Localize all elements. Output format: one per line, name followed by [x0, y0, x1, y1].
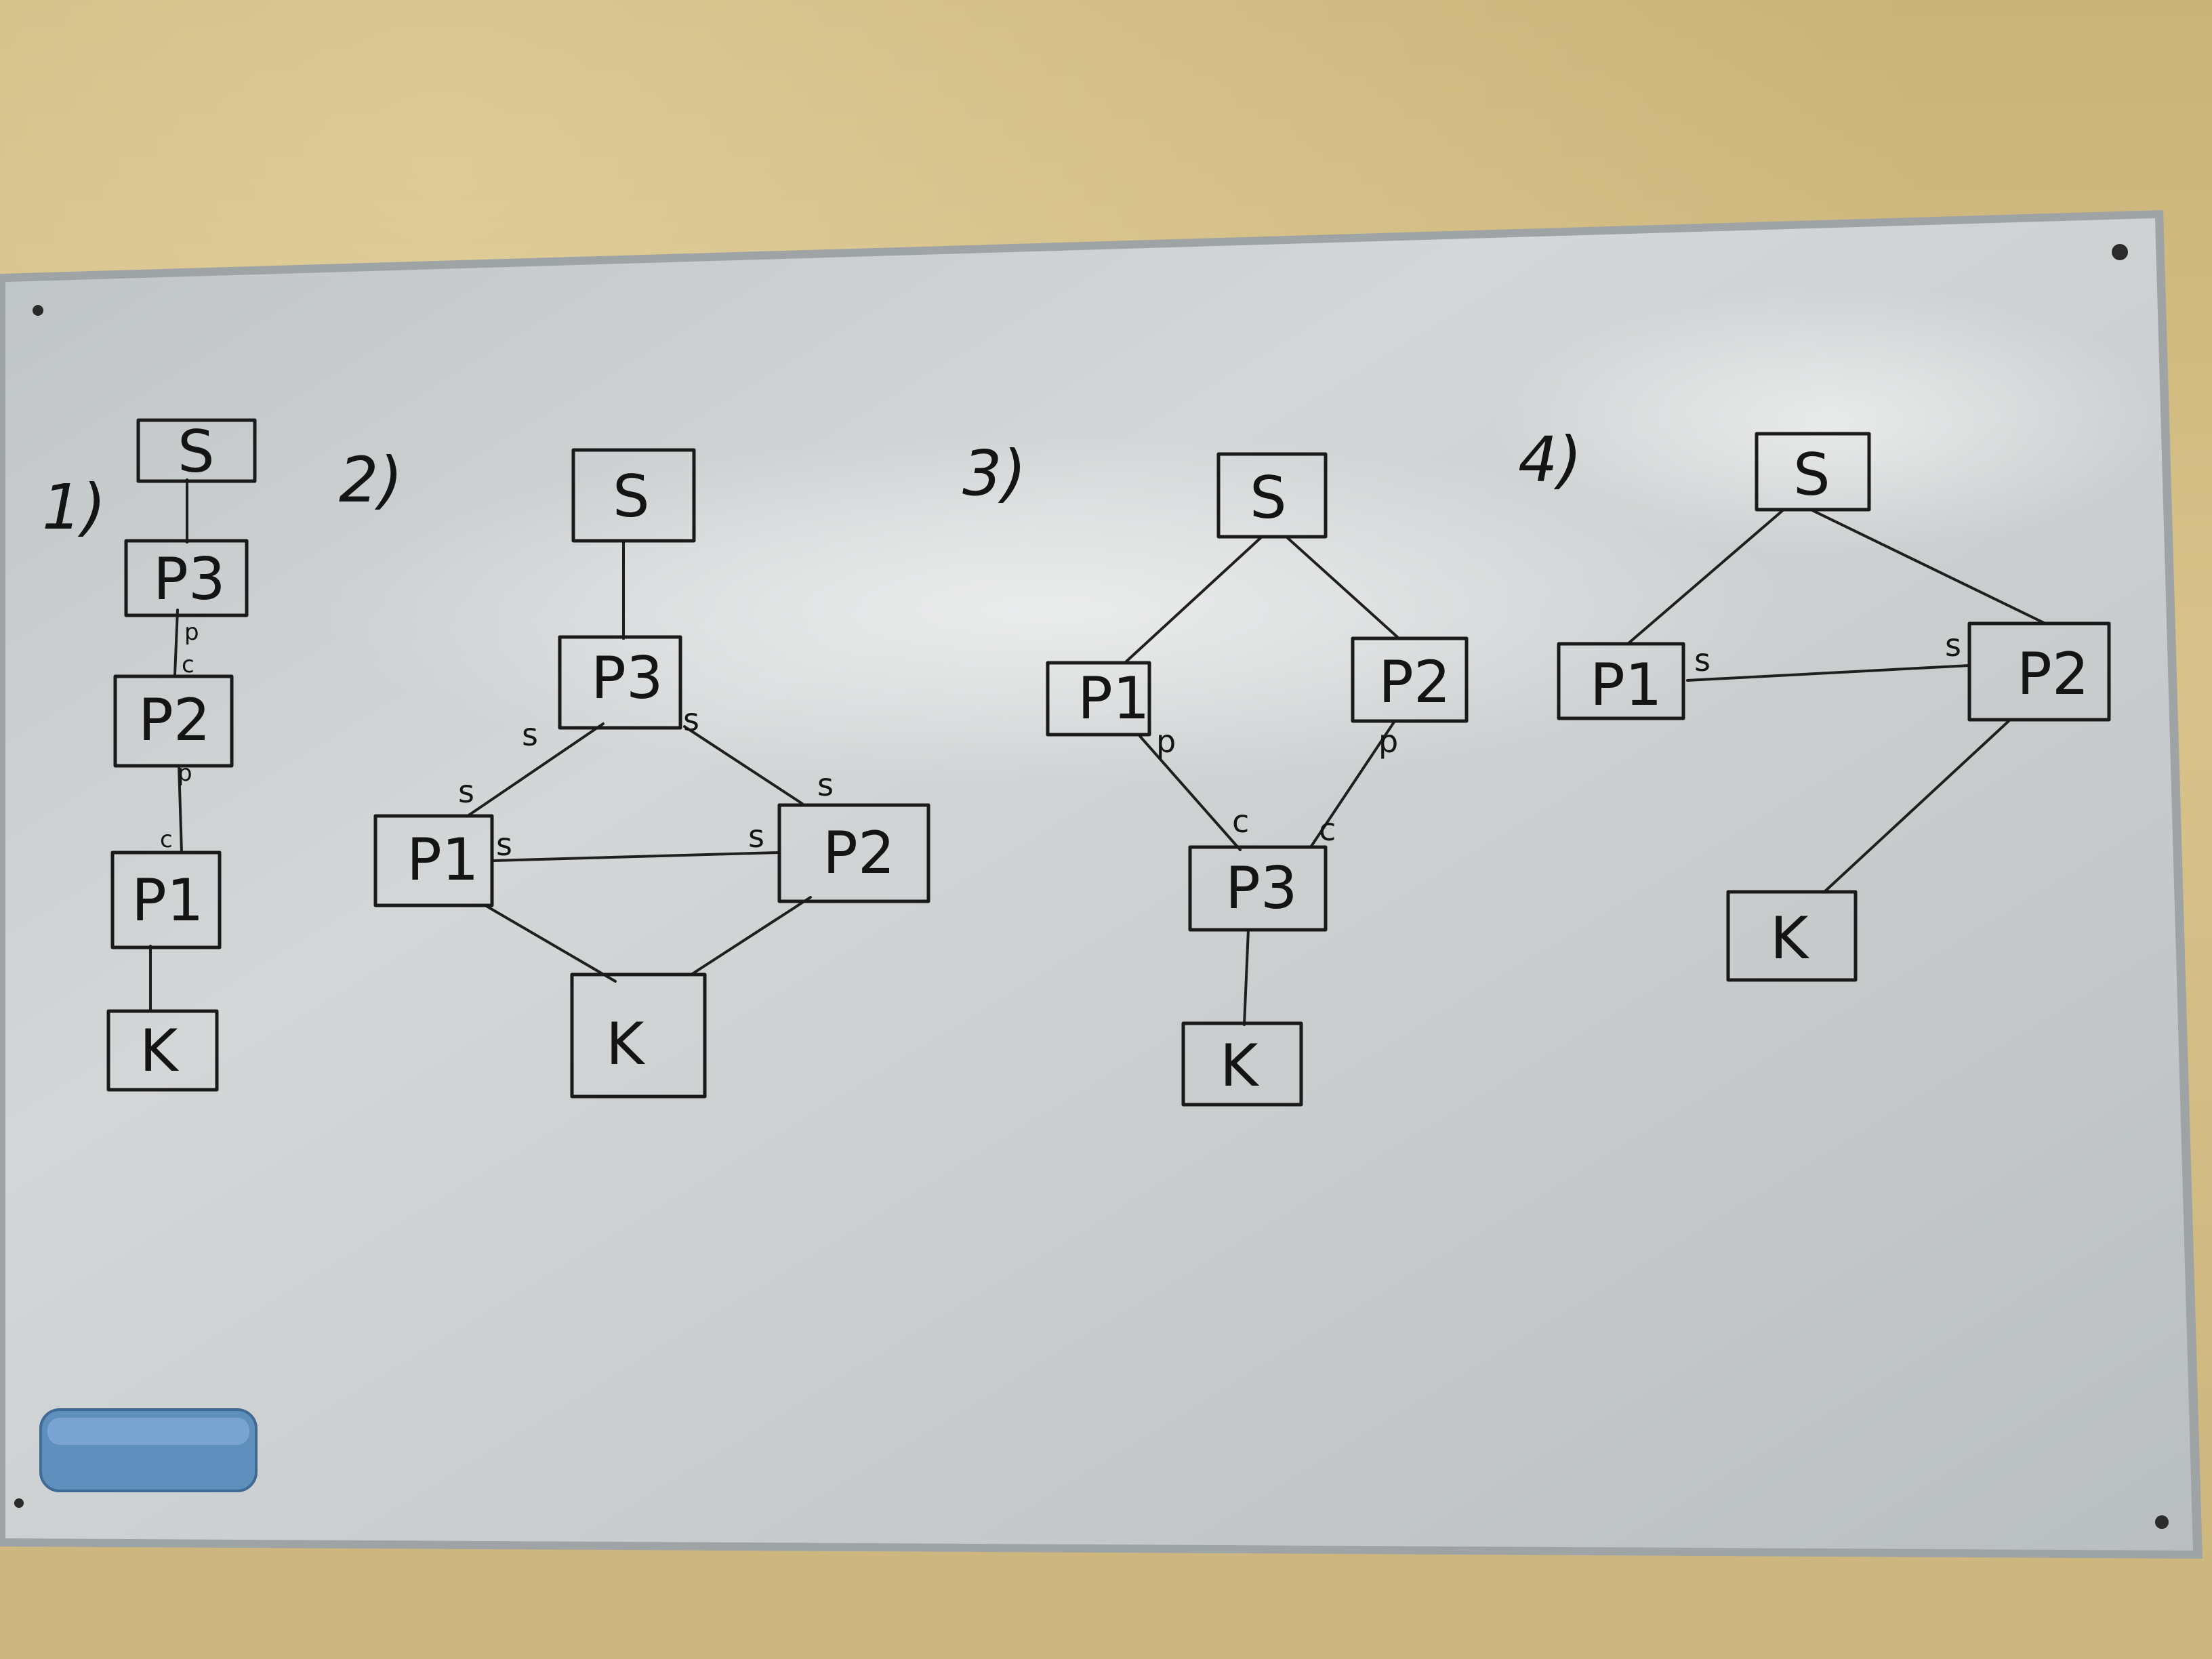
node-label: P1	[1590, 651, 1662, 719]
edge-label: c	[1319, 811, 1336, 848]
edge	[683, 725, 804, 805]
diagram-number: 3)	[962, 437, 1026, 510]
edge-label: p	[1378, 723, 1398, 760]
screw-icon	[2155, 1515, 2169, 1529]
edge-label: p	[1156, 723, 1176, 760]
node-label: S	[1250, 464, 1287, 532]
edge-label: s	[1945, 627, 1961, 663]
edge-label: s	[496, 826, 512, 863]
edge	[1243, 928, 1250, 1026]
edge	[466, 722, 605, 817]
node-label: P3	[591, 644, 663, 712]
node-label: S	[1793, 441, 1830, 509]
edge-label: p	[184, 619, 199, 646]
node-box	[136, 418, 257, 483]
node-label: K	[1220, 1032, 1260, 1100]
node-box	[106, 1009, 219, 1092]
edge	[1809, 508, 2047, 625]
node-box	[1216, 452, 1328, 539]
node-label: K	[140, 1017, 180, 1085]
diagram-number: 4)	[1518, 424, 1582, 496]
edge	[1125, 535, 1263, 663]
node-label: P2	[823, 819, 895, 887]
node-box	[558, 635, 682, 730]
node-box	[1181, 1021, 1303, 1107]
node-label: K	[1770, 905, 1810, 972]
board-eraser[interactable]	[39, 1408, 258, 1492]
node-box	[570, 972, 707, 1099]
screw-icon	[2112, 244, 2128, 260]
node-label: S	[613, 463, 650, 531]
diagram-2: 2) S P3 P1 P2 K s s s s s s	[339, 444, 930, 1099]
diagram-3: 3) S P1 P2 P3 K p p c c	[962, 437, 1469, 1107]
edge-label: p	[178, 760, 192, 787]
diagram-number: 2)	[339, 444, 403, 516]
glare-reflection	[312, 434, 1803, 786]
node-label: P1	[131, 867, 204, 935]
edge-label: s	[748, 818, 764, 855]
edge	[492, 851, 781, 862]
edge	[690, 896, 812, 976]
node-box	[1557, 642, 1685, 720]
screw-icon	[33, 305, 43, 316]
edge	[1823, 720, 2010, 893]
node-box	[124, 539, 249, 617]
edge	[1626, 508, 1785, 645]
node-label: K	[606, 1010, 646, 1078]
diagram-number: 1)	[42, 471, 106, 544]
edge	[484, 904, 617, 983]
edge	[178, 764, 183, 854]
node-label: P3	[1225, 855, 1298, 922]
node-box	[1967, 621, 2111, 722]
node-label: P1	[1078, 665, 1150, 733]
edge	[1137, 733, 1242, 851]
edge-label: s	[1694, 642, 1711, 678]
screw-icon	[14, 1498, 24, 1508]
edge	[1309, 720, 1396, 848]
node-box	[1046, 661, 1151, 737]
node-label: P2	[138, 687, 211, 754]
node-label: P1	[407, 826, 479, 894]
node-box	[1726, 890, 1858, 982]
node-box	[113, 674, 234, 768]
edge	[1285, 535, 1399, 638]
edge-label: s	[817, 766, 834, 803]
node-box	[571, 448, 696, 543]
edge-label: c	[1232, 803, 1249, 840]
node-box	[373, 814, 494, 907]
edge-label: s	[683, 701, 699, 738]
diagram-4: 4) S P1 P2 K s s	[1518, 424, 2111, 982]
edge-label: c	[160, 826, 173, 853]
node-box	[1188, 845, 1328, 932]
edge-label: c	[182, 651, 194, 678]
edge-label: s	[458, 773, 474, 810]
diagram-1: 1) S P3 P2 P1 K p c p c	[42, 418, 257, 1092]
node-box	[110, 851, 222, 949]
edge	[1686, 664, 1971, 682]
node-box	[777, 803, 930, 903]
node-box	[1351, 636, 1469, 723]
glare-reflection	[1491, 285, 2169, 556]
edge-label: s	[522, 716, 538, 753]
node-label: P2	[2017, 640, 2089, 708]
node-box	[1755, 432, 1871, 512]
node-label: P2	[1378, 649, 1451, 716]
edge	[173, 609, 179, 676]
node-label: S	[178, 418, 215, 486]
node-label: P3	[153, 546, 226, 613]
